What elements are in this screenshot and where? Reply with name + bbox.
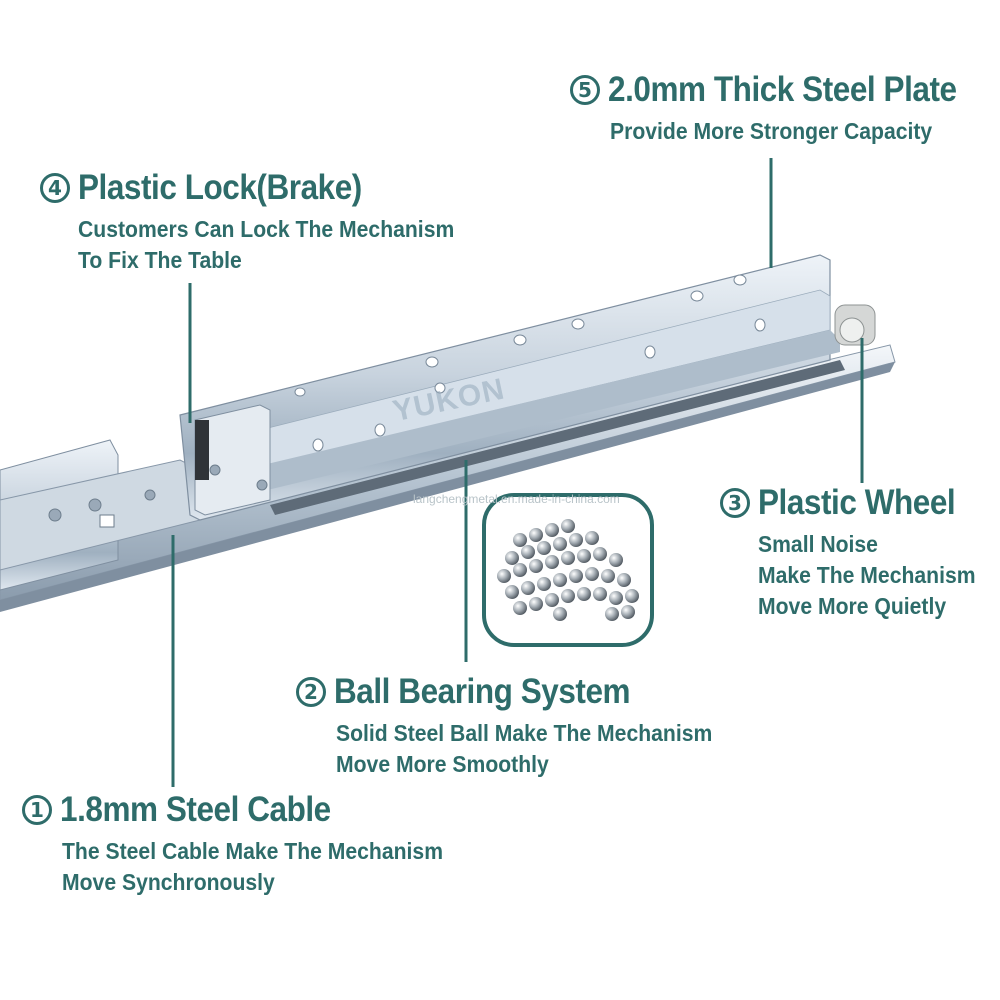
plastic-wheel bbox=[834, 304, 876, 346]
feature-steel-plate: 5 2.0mm Thick Steel Plate Provide More S… bbox=[570, 70, 995, 147]
feature-number-badge: 1 bbox=[22, 795, 52, 825]
ball-bearing-inset bbox=[482, 493, 654, 647]
feature-number-badge: 2 bbox=[296, 677, 326, 707]
feature-number-badge: 3 bbox=[720, 488, 750, 518]
feature-title: Plastic Wheel bbox=[758, 483, 956, 522]
feature-description-line: Small Noise bbox=[758, 531, 878, 557]
feature-plastic-lock: 4 Plastic Lock(Brake) Customers Can Lock… bbox=[40, 168, 487, 276]
feature-description-line: Make The Mechanism bbox=[758, 562, 976, 588]
left-rail-segment bbox=[0, 439, 201, 591]
feature-description-line: Move More Smoothly bbox=[336, 751, 549, 777]
feature-title: 1.8mm Steel Cable bbox=[60, 790, 331, 829]
feature-description-line: Provide More Stronger Capacity bbox=[610, 118, 933, 144]
feature-number-badge: 5 bbox=[570, 75, 600, 105]
watermark: langchengmetal.en.made-in-china.com bbox=[413, 492, 620, 506]
leader-lines bbox=[171, 158, 864, 787]
steel-plate bbox=[179, 254, 845, 521]
feature-description-line: Move Synchronously bbox=[62, 869, 275, 895]
feature-description-line: The Steel Cable Make The Mechanism bbox=[62, 838, 444, 864]
feature-number-badge: 4 bbox=[40, 173, 70, 203]
brake-bracket bbox=[194, 404, 271, 516]
feature-ball-bearing: 2 Ball Bearing System Solid Steel Ball M… bbox=[296, 672, 745, 780]
feature-description-line: To Fix The Table bbox=[78, 247, 242, 273]
feature-description-line: Customers Can Lock The Mechanism bbox=[78, 216, 455, 242]
feature-description-line: Move More Quietly bbox=[758, 593, 947, 619]
feature-title: Ball Bearing System bbox=[334, 672, 631, 711]
feature-title: Plastic Lock(Brake) bbox=[78, 168, 362, 207]
feature-description-line: Solid Steel Ball Make The Mechanism bbox=[336, 720, 713, 746]
feature-steel-cable: 1 1.8mm Steel Cable The Steel Cable Make… bbox=[22, 790, 476, 898]
feature-title: 2.0mm Thick Steel Plate bbox=[608, 70, 957, 109]
feature-plastic-wheel: 3 Plastic Wheel Small Noise Make The Mec… bbox=[720, 483, 994, 622]
